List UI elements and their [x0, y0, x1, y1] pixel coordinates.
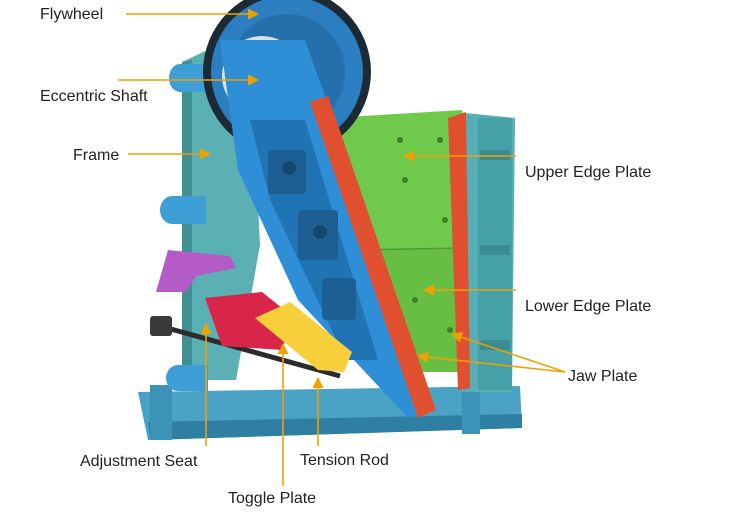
- label-text: Adjustment Seat: [80, 453, 198, 470]
- label-eccentric-shaft: Eccentric Shaft: [40, 74, 260, 105]
- label-flywheel: Flywheel: [40, 6, 260, 23]
- label-text: Eccentric Shaft: [40, 88, 148, 105]
- label-text: Jaw Plate: [568, 368, 637, 385]
- label-text: Flywheel: [40, 6, 103, 23]
- toggle-plate: [255, 302, 352, 372]
- label-text: Toggle Plate: [228, 490, 316, 507]
- pitman: [220, 40, 430, 418]
- tension-rod: [150, 316, 341, 379]
- label-text: Upper Edge Plate: [525, 164, 651, 181]
- label-adjustment-seat: Adjustment Seat: [80, 322, 212, 470]
- label-toggle-plate: Toggle Plate: [228, 342, 316, 507]
- label-text: Tension Rod: [300, 452, 389, 469]
- label-text: Frame: [73, 147, 119, 164]
- fixed-jaw-plate: [448, 112, 470, 390]
- label-text: Lower Edge Plate: [525, 298, 651, 315]
- label-upper-edge-plate: Upper Edge Plate: [402, 150, 651, 181]
- adjustment-seat: [205, 292, 292, 350]
- label-jaw-plate: Jaw Plate: [416, 331, 637, 385]
- label-frame: Frame: [73, 147, 212, 164]
- base-frame: [138, 385, 522, 440]
- crusher-illustration: [138, 0, 522, 440]
- movable-jaw-plate: [310, 96, 436, 418]
- label-tension-rod: Tension Rod: [300, 376, 389, 469]
- adjustment-wedge: [156, 250, 236, 292]
- label-lower-edge-plate: Lower Edge Plate: [422, 284, 651, 315]
